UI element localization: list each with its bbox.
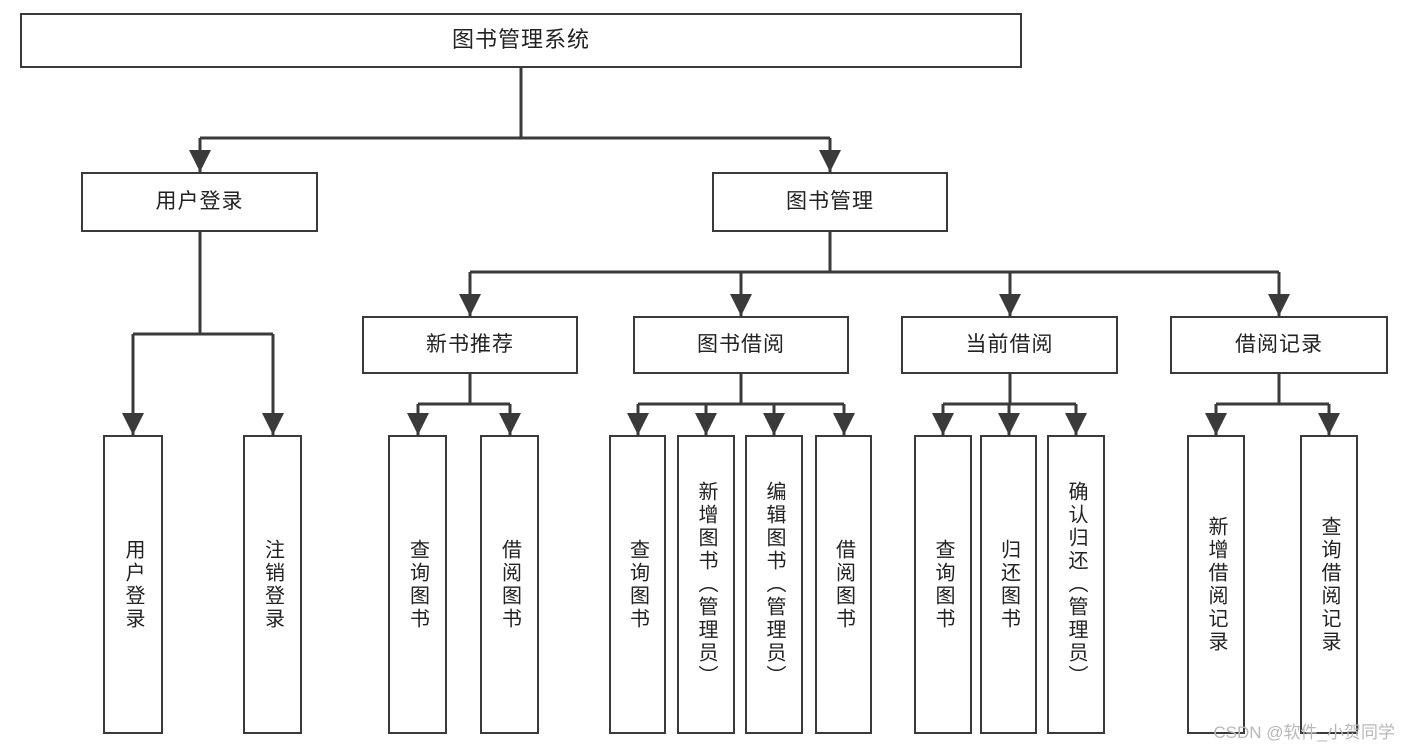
arrowhead-l_userlogin: [122, 413, 144, 435]
node-label: 用户登录: [155, 190, 244, 214]
node-l_cu_confirm[interactable]: 确认归还（管理员）: [1047, 435, 1105, 734]
arrowhead-l_bk_borrow: [833, 413, 855, 435]
arrowhead-n_record: [1268, 294, 1290, 316]
node-l_rc_query[interactable]: 查询借阅记录: [1300, 435, 1358, 734]
arrowhead-n_borrow: [730, 294, 752, 316]
node-label: 图书管理系统: [451, 27, 590, 53]
node-label: 新增借阅记录: [1205, 515, 1227, 654]
node-label: 借阅记录: [1235, 333, 1323, 357]
arrowhead-n_login: [189, 150, 211, 172]
node-label: 查询借阅记录: [1318, 515, 1340, 654]
arrowhead-l_cu_return: [998, 413, 1020, 435]
csdn-watermark: CSDN @软件_小贺同学: [1213, 723, 1395, 742]
node-label: 新增图书（管理员）: [695, 481, 717, 688]
node-label: 借阅图书: [832, 538, 855, 631]
node-label: 确认归还（管理员）: [1065, 481, 1087, 688]
node-l_rc_add[interactable]: 新增借阅记录: [1187, 435, 1245, 734]
node-l_cu_query[interactable]: 查询图书: [914, 435, 972, 734]
node-n_record[interactable]: 借阅记录: [1170, 316, 1388, 374]
node-label: 新书推荐: [426, 333, 514, 357]
arrowhead-l_rc_query: [1318, 413, 1340, 435]
arrowhead-l_cu_confirm: [1065, 413, 1087, 435]
arrowhead-n_bookmgr: [819, 150, 841, 172]
arrowhead-l_bk_edit: [763, 413, 785, 435]
arrowhead-l_nb_borrow: [499, 413, 521, 435]
node-label: 图书借阅: [697, 333, 785, 357]
node-l_bk_add[interactable]: 新增图书（管理员）: [677, 435, 735, 734]
node-n_newbook[interactable]: 新书推荐: [362, 316, 578, 374]
node-label: 归还图书: [997, 538, 1020, 631]
node-l_logout[interactable]: 注销登录: [243, 435, 302, 734]
arrowhead-l_bk_add: [695, 413, 717, 435]
node-label: 查询图书: [932, 538, 954, 631]
arrowhead-l_bk_query: [627, 413, 649, 435]
node-n_bookmgr[interactable]: 图书管理: [712, 172, 948, 232]
node-l_userlogin[interactable]: 用户登录: [103, 435, 163, 734]
node-n_current[interactable]: 当前借阅: [901, 316, 1118, 374]
node-label: 借阅图书: [498, 538, 521, 631]
node-l_bk_query[interactable]: 查询图书: [609, 435, 666, 734]
node-label: 查询图书: [406, 538, 429, 631]
node-l_nb_query[interactable]: 查询图书: [388, 435, 447, 734]
node-l_bk_borrow[interactable]: 借阅图书: [815, 435, 872, 734]
arrowhead-n_current: [999, 294, 1021, 316]
arrowhead-l_nb_query: [407, 413, 429, 435]
node-root[interactable]: 图书管理系统: [20, 13, 1022, 68]
node-label: 用户登录: [122, 538, 144, 631]
node-l_nb_borrow[interactable]: 借阅图书: [480, 435, 539, 734]
node-label: 编辑图书（管理员）: [763, 481, 785, 688]
node-n_borrow[interactable]: 图书借阅: [633, 316, 849, 374]
arrowhead-n_newbook: [459, 294, 481, 316]
node-n_login[interactable]: 用户登录: [81, 172, 318, 232]
node-label: 图书管理: [786, 190, 874, 214]
node-l_cu_return[interactable]: 归还图书: [980, 435, 1037, 734]
arrowhead-l_cu_query: [932, 413, 954, 435]
arrowhead-l_logout: [262, 413, 284, 435]
node-label: 注销登录: [261, 538, 284, 631]
node-label: 查询图书: [626, 538, 649, 631]
arrowhead-l_rc_add: [1205, 413, 1227, 435]
node-l_bk_edit[interactable]: 编辑图书（管理员）: [745, 435, 803, 734]
node-label: 当前借阅: [965, 333, 1054, 357]
